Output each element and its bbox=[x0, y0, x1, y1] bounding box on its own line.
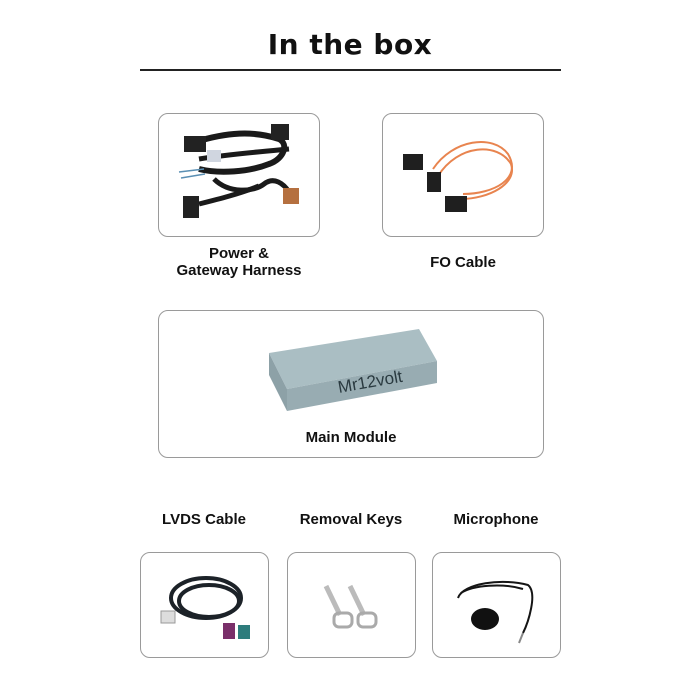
microphone-image-box bbox=[432, 552, 561, 658]
main-module-image: Mr12volt bbox=[269, 329, 437, 411]
removal-keys-image-box bbox=[287, 552, 416, 658]
removal-keys-label: Removal Keys bbox=[299, 511, 403, 528]
lvds-cable-image-box bbox=[140, 552, 269, 658]
main-module-image-box: Mr12volt bbox=[158, 310, 544, 458]
removal-keys-image bbox=[323, 584, 378, 629]
microphone-image bbox=[457, 580, 534, 644]
lvds-cable-image bbox=[160, 576, 250, 639]
harness-image-box bbox=[158, 113, 320, 237]
lvds-cable-label: LVDS Cable bbox=[162, 511, 246, 528]
fo-cable-label: FO Cable bbox=[430, 254, 496, 271]
fo-cable-image-box bbox=[382, 113, 544, 237]
page-title: In the box bbox=[267, 28, 433, 61]
harness-label-line1: Power & bbox=[208, 245, 269, 262]
title-divider bbox=[140, 69, 561, 71]
microphone-label: Microphone bbox=[453, 511, 539, 528]
harness-label: Power & Gateway Harness bbox=[158, 245, 320, 279]
harness-label-line2: Gateway Harness bbox=[176, 262, 302, 279]
main-module-label: Main Module bbox=[305, 429, 397, 446]
fo-cable-image bbox=[403, 141, 514, 212]
harness-image bbox=[178, 124, 299, 218]
